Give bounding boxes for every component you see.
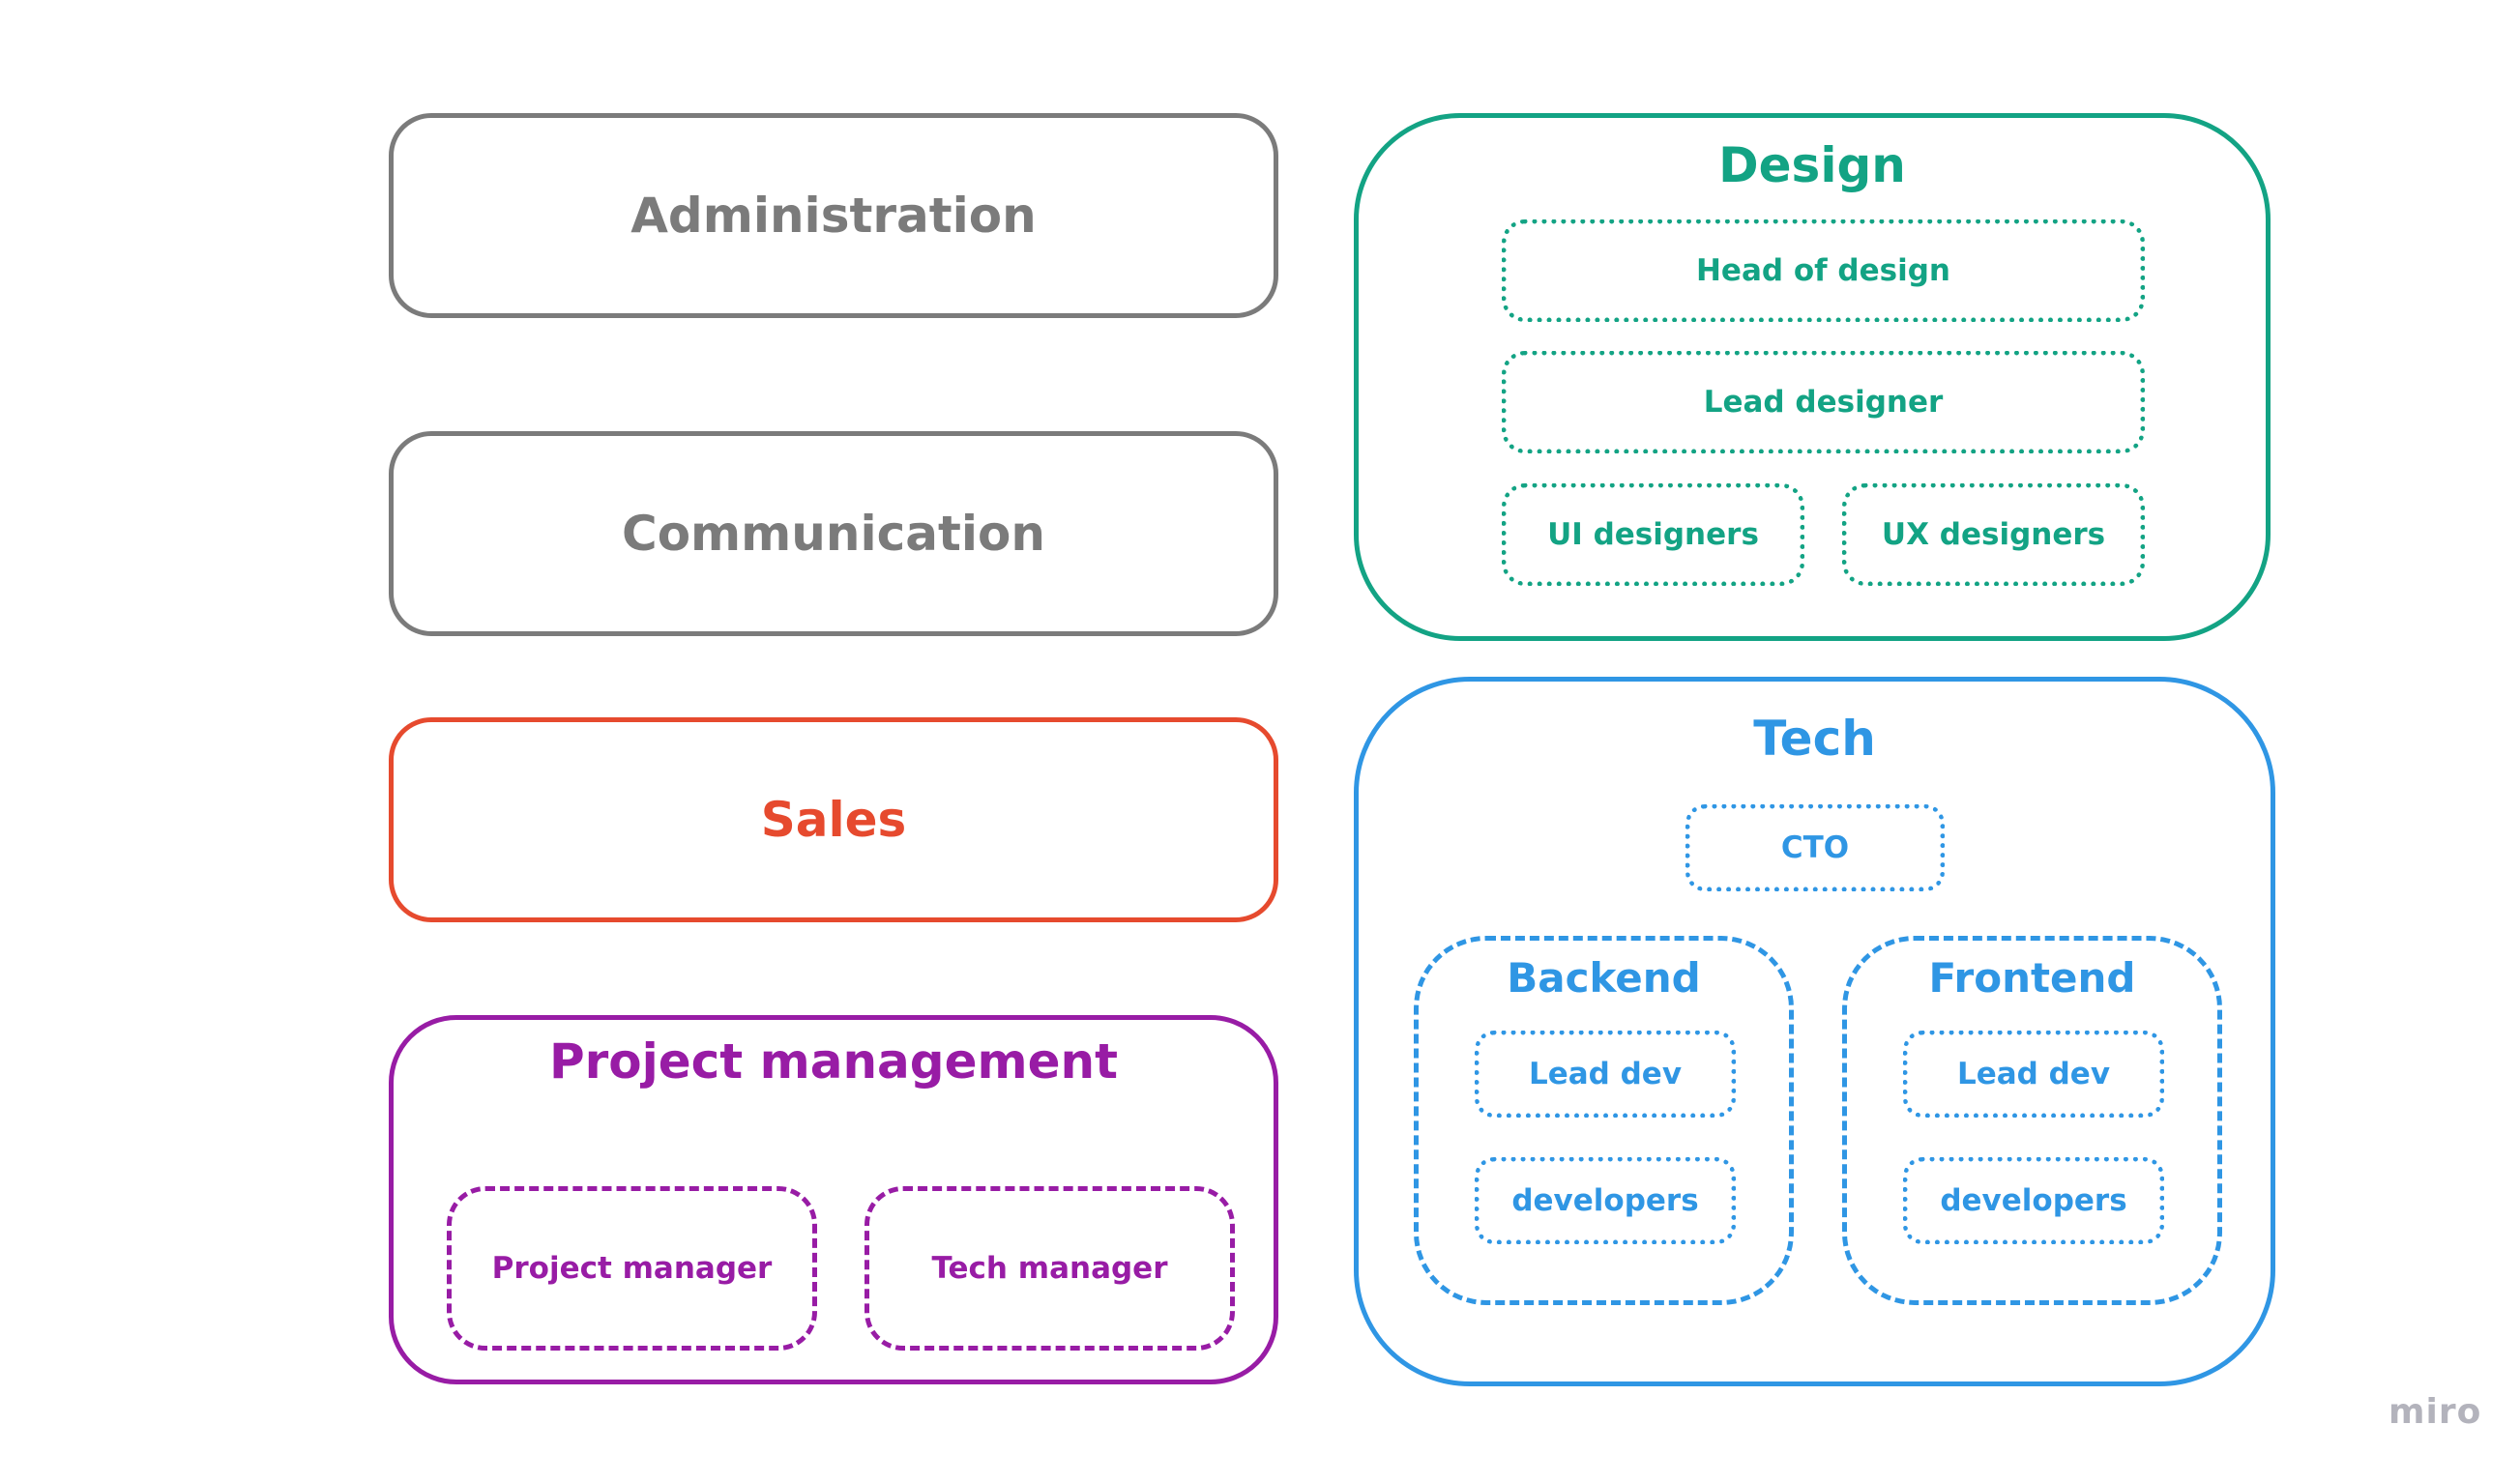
backend-lead-dev-label: Lead dev: [1528, 1057, 1683, 1091]
miro-logo: miro: [2388, 1392, 2482, 1432]
head-of-design-label: Head of design: [1695, 253, 1950, 288]
cto-label: CTO: [1780, 830, 1850, 865]
communication-label: Communication: [622, 506, 1045, 562]
frontend-title: Frontend: [1928, 954, 2136, 1002]
frontend-lead-dev-label: Lead dev: [1956, 1057, 2111, 1091]
backend-developers-box[interactable]: developers: [1475, 1157, 1736, 1244]
tech-box[interactable]: Tech CTO Backend Lead dev developers Fro…: [1354, 677, 2275, 1386]
tech-manager-box[interactable]: Tech manager: [864, 1186, 1235, 1351]
design-box[interactable]: Design Head of design Lead designer UI d…: [1354, 113, 2271, 641]
lead-designer-label: Lead designer: [1703, 385, 1944, 420]
head-of-design-box[interactable]: Head of design: [1502, 219, 2145, 322]
lead-designer-box[interactable]: Lead designer: [1502, 351, 2145, 453]
administration-box[interactable]: Administration: [389, 113, 1278, 318]
ui-designers-box[interactable]: UI designers: [1502, 483, 1804, 586]
frontend-developers-label: developers: [1940, 1183, 2127, 1218]
frontend-group[interactable]: Frontend Lead dev developers: [1842, 936, 2222, 1305]
ux-designers-box[interactable]: UX designers: [1842, 483, 2145, 586]
backend-group[interactable]: Backend Lead dev developers: [1414, 936, 1794, 1305]
backend-developers-label: developers: [1511, 1183, 1699, 1218]
design-title: Design: [1718, 137, 1906, 193]
project-management-title: Project management: [548, 1033, 1119, 1090]
cto-box[interactable]: CTO: [1685, 804, 1945, 891]
backend-lead-dev-box[interactable]: Lead dev: [1475, 1031, 1736, 1118]
administration-label: Administration: [630, 188, 1037, 244]
project-manager-box[interactable]: Project manager: [447, 1186, 817, 1351]
sales-box[interactable]: Sales: [389, 717, 1278, 922]
tech-title: Tech: [1753, 711, 1876, 767]
project-management-box[interactable]: Project management Project manager Tech …: [389, 1015, 1278, 1384]
tech-manager-label: Tech manager: [931, 1251, 1168, 1286]
frontend-lead-dev-box[interactable]: Lead dev: [1903, 1031, 2164, 1118]
ui-designers-label: UI designers: [1547, 517, 1759, 552]
sales-label: Sales: [760, 792, 907, 848]
ux-designers-label: UX designers: [1881, 517, 2106, 552]
backend-title: Backend: [1507, 954, 1701, 1002]
frontend-developers-box[interactable]: developers: [1903, 1157, 2164, 1244]
project-manager-label: Project manager: [491, 1251, 773, 1286]
communication-box[interactable]: Communication: [389, 431, 1278, 636]
